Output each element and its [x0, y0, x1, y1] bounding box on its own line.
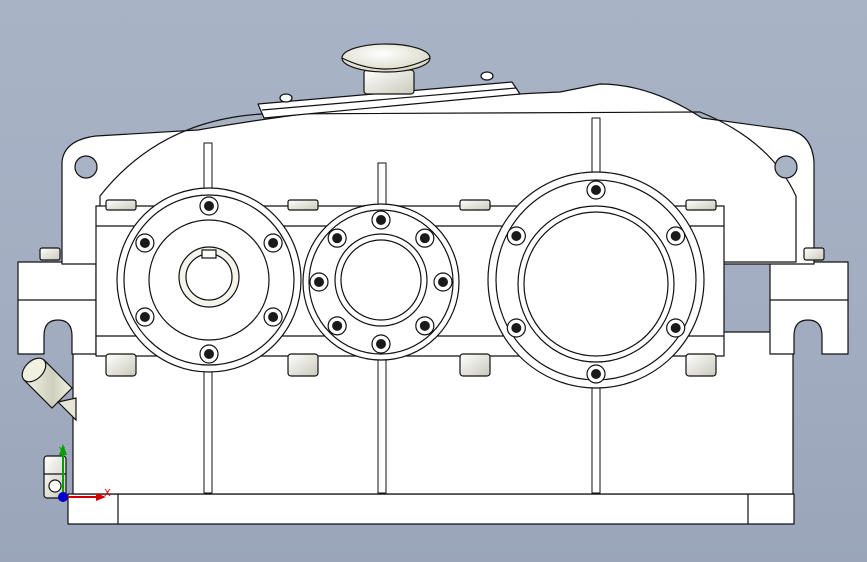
bolt-socket	[376, 339, 386, 349]
axis-triad: Y X	[58, 444, 111, 502]
bolt-socket	[591, 185, 601, 195]
bolt-socket	[139, 312, 150, 322]
bearing-cover-input[interactable]	[116, 187, 302, 373]
inspection-cover	[257, 81, 521, 119]
x-axis-label: X	[104, 488, 111, 499]
flange-nuts	[39, 199, 825, 377]
bolt-socket	[419, 320, 430, 331]
bolt-socket	[332, 233, 343, 244]
bearing-cover-output[interactable]	[487, 171, 705, 389]
right-lifting-hole	[774, 155, 798, 179]
bolt-socket	[268, 312, 279, 322]
drain-plug	[43, 455, 67, 499]
breather-cap	[341, 43, 431, 73]
bolt-socket	[204, 349, 214, 359]
base-plate	[67, 493, 795, 525]
cover-screws	[279, 71, 494, 103]
bolt-socket	[139, 238, 150, 248]
bolt-socket	[438, 277, 448, 287]
bolt-socket	[670, 231, 681, 241]
oil-drain-pipe	[21, 357, 77, 422]
breather-base	[363, 69, 415, 95]
bolt-socket	[204, 201, 214, 211]
cover-bolts	[135, 180, 686, 384]
bolt-socket	[511, 323, 522, 333]
bolt-socket	[511, 231, 522, 241]
bolt-socket	[314, 277, 324, 287]
left-foot-lug	[17, 261, 97, 355]
bolt-socket	[376, 215, 386, 225]
z-axis-dot	[58, 492, 68, 502]
y-axis-label: Y	[58, 446, 66, 457]
left-lifting-hole	[74, 155, 98, 179]
breather-cap-edge	[341, 57, 431, 70]
bolt-socket	[268, 238, 279, 248]
right-foot-lug	[769, 261, 849, 355]
bolt-socket	[332, 320, 343, 331]
inspection-cover-edge	[261, 87, 517, 111]
bolt-socket	[591, 369, 601, 379]
upper-cover-inner-edge	[99, 111, 797, 263]
bolt-socket	[670, 323, 681, 333]
bolt-socket	[419, 233, 430, 244]
